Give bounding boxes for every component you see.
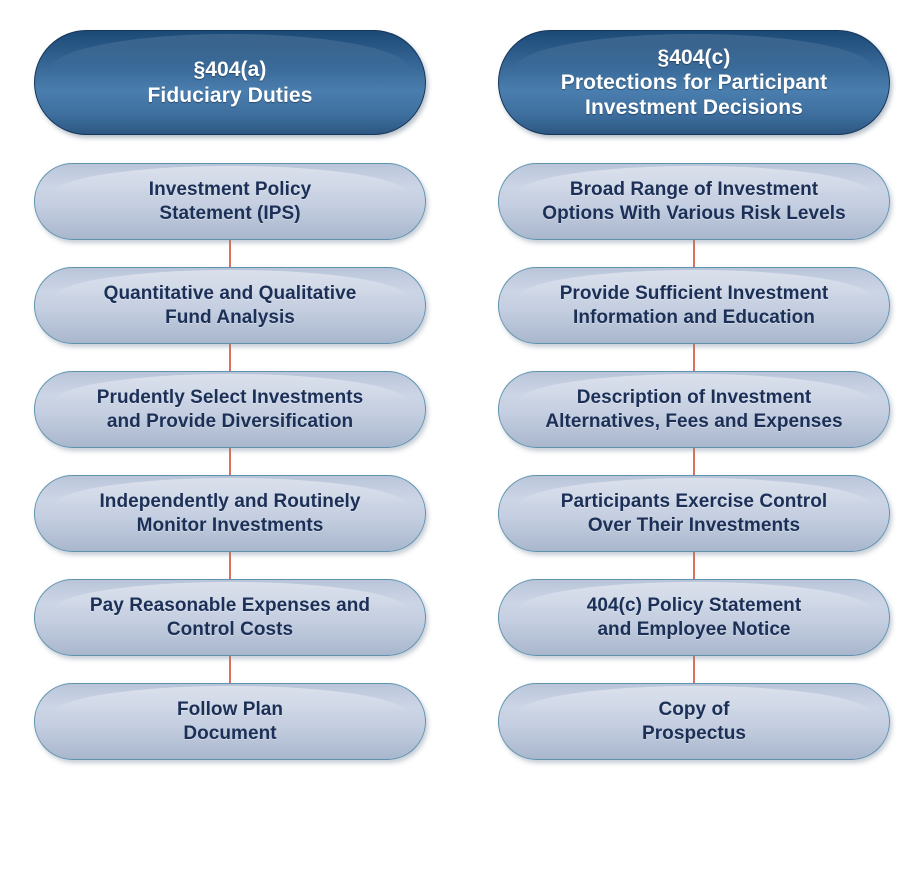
connector-404c-5-6 (693, 656, 695, 683)
step-node-404a-2[interactable]: Quantitative and Qualitative Fund Analys… (34, 267, 426, 344)
step-line-1: Quantitative and Qualitative (103, 283, 357, 305)
step-line-2: Options With Various Risk Levels (542, 202, 846, 224)
step-label-404a-1: Investment Policy Statement (IPS) (135, 178, 325, 224)
step-node-404c-1[interactable]: Broad Range of Investment Options With V… (498, 163, 890, 240)
header-line-3: Investment Decisions (585, 96, 803, 120)
step-node-404c-3[interactable]: Description of Investment Alternatives, … (498, 371, 890, 448)
column-404a: §404(a) Fiduciary Duties Investment Poli… (34, 30, 426, 870)
step-line-2: Statement (IPS) (159, 202, 301, 224)
header-label-404c: §404(c) Protections for Participant Inve… (543, 45, 845, 121)
step-label-404a-4: Independently and Routinely Monitor Inve… (85, 490, 374, 536)
step-line-2: and Employee Notice (597, 618, 791, 640)
connector-404a-3-4 (229, 448, 231, 475)
connector-404c-1-2 (693, 240, 695, 267)
connector-404a-2-3 (229, 344, 231, 371)
step-line-1: Investment Policy (148, 179, 312, 201)
step-line-1: Broad Range of Investment (569, 179, 819, 201)
step-node-404a-4[interactable]: Independently and Routinely Monitor Inve… (34, 475, 426, 552)
header-node-404a[interactable]: §404(a) Fiduciary Duties (34, 30, 426, 135)
header-line-2: Protections for Participant (560, 70, 828, 94)
step-line-1: Pay Reasonable Expenses and (89, 595, 371, 617)
step-label-404c-1: Broad Range of Investment Options With V… (528, 178, 859, 224)
step-label-404c-3: Description of Investment Alternatives, … (531, 386, 856, 432)
step-node-404a-1[interactable]: Investment Policy Statement (IPS) (34, 163, 426, 240)
step-line-2: Monitor Investments (136, 514, 324, 536)
step-line-1: Follow Plan (176, 699, 284, 721)
header-label-404a: §404(a) Fiduciary Duties (130, 57, 331, 107)
step-node-404c-5[interactable]: 404(c) Policy Statement and Employee Not… (498, 579, 890, 656)
header-line-1: §404(c) (657, 45, 731, 69)
step-line-2: Prospectus (642, 722, 746, 744)
step-label-404a-6: Follow Plan Document (163, 698, 297, 744)
step-line-2: Document (183, 722, 277, 744)
step-line-1: Prudently Select Investments (96, 387, 364, 409)
step-node-404c-2[interactable]: Provide Sufficient Investment Informatio… (498, 267, 890, 344)
step-line-1: Provide Sufficient Investment (559, 283, 829, 305)
step-node-404a-3[interactable]: Prudently Select Investments and Provide… (34, 371, 426, 448)
step-node-404a-6[interactable]: Follow Plan Document (34, 683, 426, 760)
step-line-1: Description of Investment (576, 387, 812, 409)
header-node-404c[interactable]: §404(c) Protections for Participant Inve… (498, 30, 890, 135)
spacer-below-header (34, 135, 426, 163)
step-node-404c-4[interactable]: Participants Exercise Control Over Their… (498, 475, 890, 552)
step-label-404c-6: Copy of Prospectus (628, 698, 760, 744)
step-node-404c-6[interactable]: Copy of Prospectus (498, 683, 890, 760)
step-line-2: Control Costs (166, 618, 294, 640)
step-label-404a-2: Quantitative and Qualitative Fund Analys… (90, 282, 371, 328)
step-label-404a-5: Pay Reasonable Expenses and Control Cost… (76, 594, 384, 640)
step-line-2: Over Their Investments (587, 514, 801, 536)
header-line-1: §404(a) (193, 58, 267, 82)
connector-404c-4-5 (693, 552, 695, 579)
column-404c: §404(c) Protections for Participant Inve… (498, 30, 890, 870)
connector-404c-2-3 (693, 344, 695, 371)
step-line-1: Independently and Routinely (99, 491, 361, 513)
step-label-404c-5: 404(c) Policy Statement and Employee Not… (573, 594, 815, 640)
step-line-2: Fund Analysis (165, 306, 295, 328)
connector-404c-3-4 (693, 448, 695, 475)
step-line-2: and Provide Diversification (106, 410, 354, 432)
connector-404a-1-2 (229, 240, 231, 267)
step-line-2: Alternatives, Fees and Expenses (545, 410, 843, 432)
step-line-2: Information and Education (573, 306, 815, 328)
step-line-1: Copy of (658, 699, 730, 721)
step-node-404a-5[interactable]: Pay Reasonable Expenses and Control Cost… (34, 579, 426, 656)
step-label-404a-3: Prudently Select Investments and Provide… (83, 386, 377, 432)
step-line-1: 404(c) Policy Statement (586, 595, 802, 617)
connector-404a-4-5 (229, 552, 231, 579)
connector-404a-5-6 (229, 656, 231, 683)
header-line-2: Fiduciary Duties (147, 83, 313, 107)
step-label-404c-2: Provide Sufficient Investment Informatio… (546, 282, 843, 328)
step-line-1: Participants Exercise Control (560, 491, 828, 513)
step-label-404c-4: Participants Exercise Control Over Their… (547, 490, 842, 536)
spacer-below-header (498, 135, 890, 163)
